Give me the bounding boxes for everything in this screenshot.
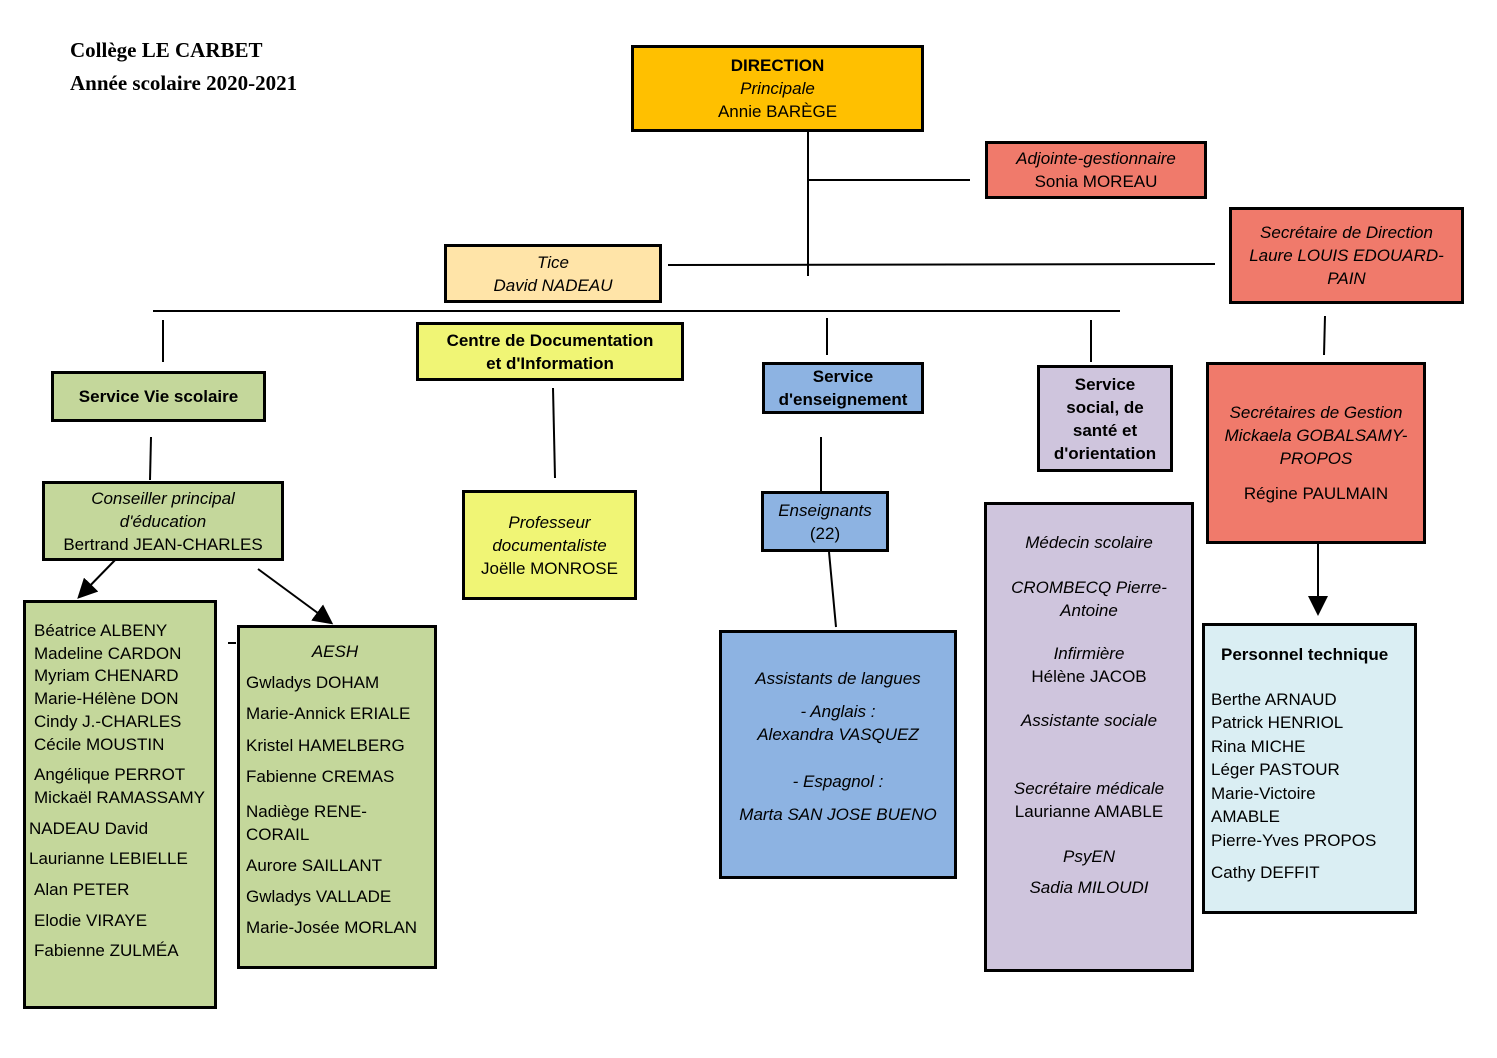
psyen-name: Sadia MILOUDI [1029, 878, 1149, 897]
medecin-name-1: CROMBECQ Pierre- [1011, 578, 1167, 597]
medecin-role: Médecin scolaire [1025, 533, 1153, 552]
espagnol-name: Marta SAN JOSE BUENO [739, 805, 937, 824]
tice-name: David NADEAU [493, 275, 613, 295]
cpe-role-1: Conseiller principal [91, 488, 235, 508]
aesh-member: Gwladys DOHAM [246, 673, 380, 692]
staff-member: Elodie VIRAYE [34, 910, 148, 930]
social-line-2: social, de [1066, 397, 1144, 417]
aesh-box: AESH Gwladys DOHAM Marie-Annick ERIALE K… [237, 625, 437, 969]
prof-doc-name: Joëlle MONROSE [481, 558, 618, 578]
enseignants-count: (22) [809, 523, 841, 543]
vie-scolaire-box: Service Vie scolaire [51, 371, 266, 422]
adjointe-box: Adjointe-gestionnaire Sonia MOREAU [985, 141, 1207, 199]
staff-member: Fabienne ZULMÉA [34, 941, 179, 961]
infirmiere-role: Infirmière [1053, 644, 1125, 663]
direction-title: DIRECTION [730, 56, 825, 75]
staff-member: Cécile MOUSTIN [34, 734, 165, 754]
technicien: AMABLE [1211, 807, 1280, 826]
secretaires-gestion-role: Secrétaires de Gestion [1229, 403, 1403, 422]
cdi-title-1: Centre de Documentation [446, 330, 654, 350]
cpe-box: Conseiller principal d'éducation Bertran… [42, 481, 284, 561]
staff-member: Angélique PERROT [34, 765, 186, 785]
aesh-title: AESH [311, 642, 359, 661]
secretaire-direction-name-1: Laure LOUIS EDOUARD- [1249, 246, 1444, 265]
staff-member: NADEAU David [29, 818, 149, 838]
secretaire-direction-box: Secrétaire de Direction Laure LOUIS EDOU… [1229, 207, 1464, 304]
secretaires-gestion-box: Secrétaires de Gestion Mickaela GOBALSAM… [1206, 362, 1426, 544]
staff-member: Béatrice ALBENY [34, 621, 168, 640]
technicien: Rina MICHE [1211, 736, 1306, 756]
aesh-member: Nadiège RENE- [246, 802, 367, 821]
secretaires-gestion-name-1: Mickaela GOBALSAMY- [1224, 426, 1408, 445]
aesh-member: Gwladys VALLADE [246, 887, 392, 906]
vie-scolaire-title: Service Vie scolaire [78, 387, 239, 406]
enseignants-box: Enseignants (22) [761, 491, 889, 552]
tice-role: Tice [537, 252, 569, 272]
anglais-name: Alexandra VASQUEZ [757, 725, 919, 744]
direction-role: Principale [740, 79, 815, 98]
assistants-title: Assistants de langues [755, 669, 921, 688]
sante-box: Médecin scolaire CROMBECQ Pierre- Antoin… [984, 502, 1194, 972]
assistants-box: Assistants de langues - Anglais : Alexan… [719, 630, 957, 879]
technicien: Pierre-Yves PROPOS [1211, 830, 1377, 850]
social-line-1: Service [1074, 374, 1136, 394]
vie-scolaire-staff-box: Béatrice ALBENY Madeline CARDON Myriam C… [23, 600, 217, 1009]
secretaire-direction-name-2: PAIN [1327, 269, 1366, 288]
prof-doc-role-2: documentaliste [492, 535, 607, 555]
social-box: Service social, de santé et d'orientatio… [1037, 365, 1173, 472]
adjointe-name: Sonia MOREAU [1034, 172, 1158, 191]
staff-member: Madeline CARDON [34, 643, 182, 663]
social-line-4: d'orientation [1053, 443, 1157, 463]
technicien: Berthe ARNAUD [1211, 689, 1337, 709]
technicien: Marie-Victoire [1211, 783, 1316, 803]
technicien: Patrick HENRIOL [1211, 713, 1344, 732]
cpe-name: Bertrand JEAN-CHARLES [63, 534, 263, 554]
prof-doc-box: Professeur documentaliste Joëlle MONROSE [462, 490, 637, 600]
medecin-name-2: Antoine [1060, 601, 1118, 620]
staff-member: Marie-Hélène DON [34, 689, 179, 709]
direction-box: DIRECTION Principale Annie BARÈGE [631, 45, 924, 132]
staff-member: Mickaël RAMASSAMY [34, 787, 205, 807]
social-line-3: santé et [1072, 420, 1138, 440]
cdi-title-2: et d'Information [486, 353, 614, 373]
secretaires-gestion-name-2: PROPOS [1279, 449, 1353, 468]
espagnol-label: - Espagnol : [792, 772, 884, 791]
personnel-technique-box: Personnel technique Berthe ARNAUD Patric… [1202, 623, 1417, 914]
enseignants-role: Enseignants [778, 500, 872, 520]
technicien: Léger PASTOUR [1211, 760, 1340, 779]
personnel-technique-title: Personnel technique [1221, 645, 1389, 664]
enseignement-title-2: d'enseignement [778, 390, 908, 409]
aesh-member: Fabienne CREMAS [246, 767, 395, 786]
school-name: Collège LE CARBET [70, 38, 263, 62]
enseignement-box: Service d'enseignement [762, 362, 924, 414]
enseignement-title-1: Service [812, 367, 874, 386]
secretaires-gestion-name-3: Régine PAULMAIN [1243, 484, 1389, 503]
staff-member: Alan PETER [34, 880, 130, 900]
staff-member: Cindy J.-CHARLES [34, 711, 182, 731]
infirmiere-name: Hélène JACOB [1031, 667, 1147, 686]
staff-member: Myriam CHENARD [34, 666, 179, 686]
assistante-sociale-role: Assistante sociale [1020, 711, 1158, 730]
adjointe-role: Adjointe-gestionnaire [1016, 149, 1176, 168]
aesh-member: Kristel HAMELBERG [246, 736, 405, 755]
secretaire-direction-role: Secrétaire de Direction [1260, 223, 1433, 242]
aesh-member: Aurore SAILLANT [246, 856, 383, 875]
anglais-label: - Anglais : [800, 702, 876, 721]
psyen-role: PsyEN [1063, 847, 1115, 866]
prof-doc-role-1: Professeur [508, 512, 591, 532]
tice-box: Tice David NADEAU [444, 244, 662, 303]
school-year: Année scolaire 2020-2021 [70, 71, 298, 95]
aesh-member: CORAIL [246, 825, 310, 844]
secretaire-medicale-role: Secrétaire médicale [1013, 779, 1165, 798]
technicien: Cathy DEFFIT [1211, 863, 1320, 882]
cdi-box: Centre de Documentation et d'Information [416, 322, 684, 381]
aesh-member: Marie-Annick ERIALE [246, 704, 411, 723]
secretaire-medicale-name: Laurianne AMABLE [1014, 802, 1164, 821]
aesh-member: Marie-Josée MORLAN [246, 918, 417, 937]
cpe-role-2: d'éducation [119, 511, 207, 531]
direction-name: Annie BARÈGE [717, 102, 838, 121]
staff-member: Laurianne LEBIELLE [29, 849, 188, 869]
